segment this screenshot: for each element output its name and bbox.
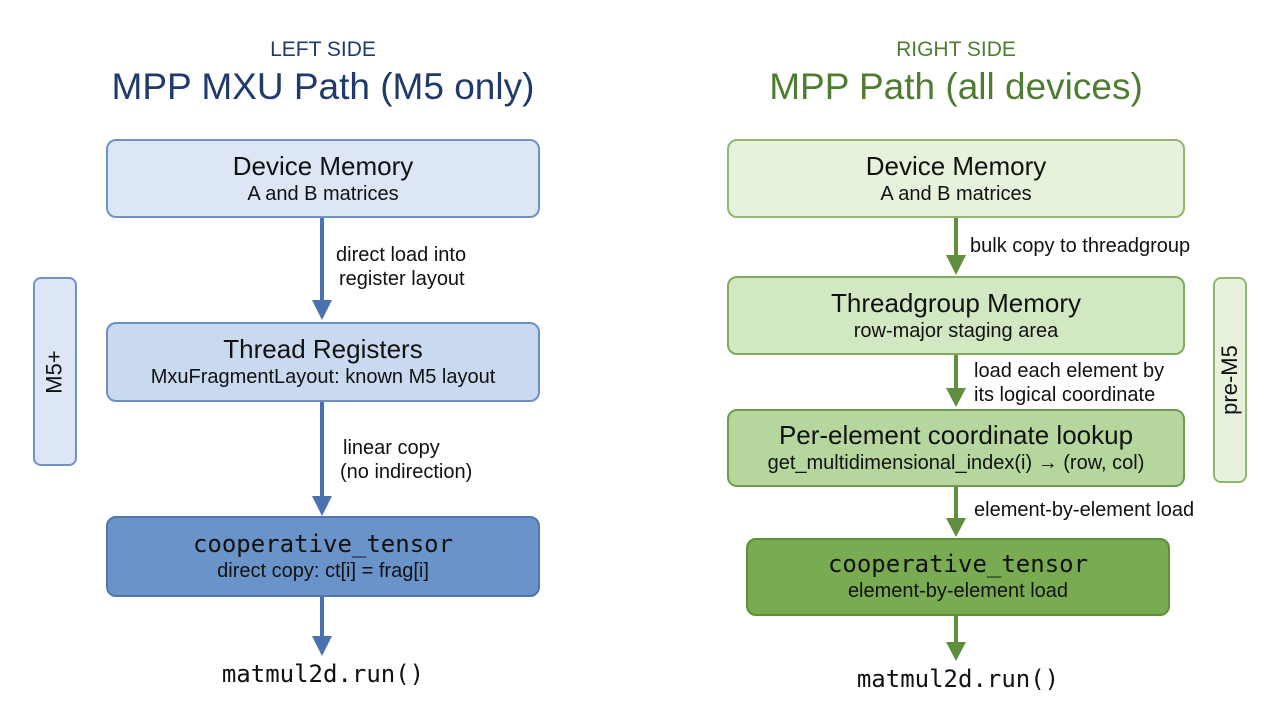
right-arrow-3 — [946, 487, 966, 537]
node-subtitle: element-by-element load — [847, 580, 1069, 602]
right-edge-label-3: element-by-element load — [974, 498, 1194, 522]
right-node-threadgroup-memory: Threadgroup Memory row-major staging are… — [727, 276, 1185, 355]
left-terminal-run: matmul2d.run() — [221, 660, 425, 688]
right-node-cooperative-tensor: cooperative_tensor element-by-element lo… — [746, 538, 1170, 616]
right-side-label: RIGHT SIDE — [896, 38, 1016, 61]
node-title: Thread Registers — [223, 334, 423, 364]
node-title: cooperative_tensor — [827, 550, 1089, 578]
left-arrow-2 — [312, 402, 332, 516]
edge-label-line: (no indirection) — [340, 461, 473, 483]
node-subtitle: MxuFragmentLayout: known M5 layout — [150, 366, 496, 388]
edge-label-line: linear copy — [343, 437, 440, 459]
right-tag-pre-m5: pre-M5 — [1213, 277, 1247, 483]
left-node-thread-registers: Thread Registers MxuFragmentLayout: know… — [106, 322, 540, 402]
right-arrow-2 — [946, 355, 966, 407]
node-subtitle: A and B matrices — [247, 182, 399, 205]
node-title: cooperative_tensor — [192, 529, 454, 558]
edge-label-line: register layout — [339, 268, 465, 290]
left-node-device-memory: Device Memory A and B matrices — [106, 139, 540, 218]
right-node-device-memory: Device Memory A and B matrices — [727, 139, 1185, 218]
left-arrow-1 — [312, 218, 332, 320]
right-arrow-4 — [946, 616, 966, 661]
right-arrow-1 — [946, 218, 966, 275]
left-node-cooperative-tensor: cooperative_tensor direct copy: ct[i] = … — [106, 516, 540, 597]
node-subtitle: get_multidimensional_index(i) → (row, co… — [767, 452, 1145, 474]
edge-label-line: bulk copy to threadgroup — [970, 235, 1191, 257]
left-tag-m5plus: M5+ — [33, 277, 77, 466]
node-subtitle: direct copy: ct[i] = frag[i] — [217, 559, 429, 582]
right-edge-label-1: bulk copy to threadgroup — [970, 234, 1190, 258]
node-title: Per-element coordinate lookup — [778, 420, 1134, 450]
left-edge-label-2: linear copy (no indirection) — [340, 436, 472, 484]
node-title: Threadgroup Memory — [831, 287, 1081, 318]
left-title: MPP MXU Path (M5 only) — [111, 66, 535, 107]
edge-label-line: direct load into — [336, 244, 467, 266]
left-side-label: LEFT SIDE — [270, 38, 376, 61]
tag-label: pre-M5 — [1217, 345, 1242, 415]
tag-label: M5+ — [42, 349, 68, 394]
right-node-coordinate-lookup: Per-element coordinate lookup get_multid… — [727, 409, 1185, 487]
right-terminal-run: matmul2d.run() — [856, 665, 1060, 693]
left-arrow-3 — [312, 597, 332, 656]
left-edge-label-1: direct load into register layout — [336, 243, 466, 291]
node-title: Device Memory — [865, 150, 1047, 181]
right-title: MPP Path (all devices) — [769, 66, 1143, 107]
right-edge-label-2: load each element by its logical coordin… — [974, 359, 1164, 407]
edge-label-line: element-by-element load — [974, 499, 1195, 521]
node-subtitle: A and B matrices — [880, 182, 1032, 205]
edge-label-line: load each element by — [974, 360, 1165, 382]
node-title: Device Memory — [232, 150, 414, 181]
node-subtitle: row-major staging area — [853, 319, 1059, 342]
edge-label-line: its logical coordinate — [974, 384, 1156, 406]
